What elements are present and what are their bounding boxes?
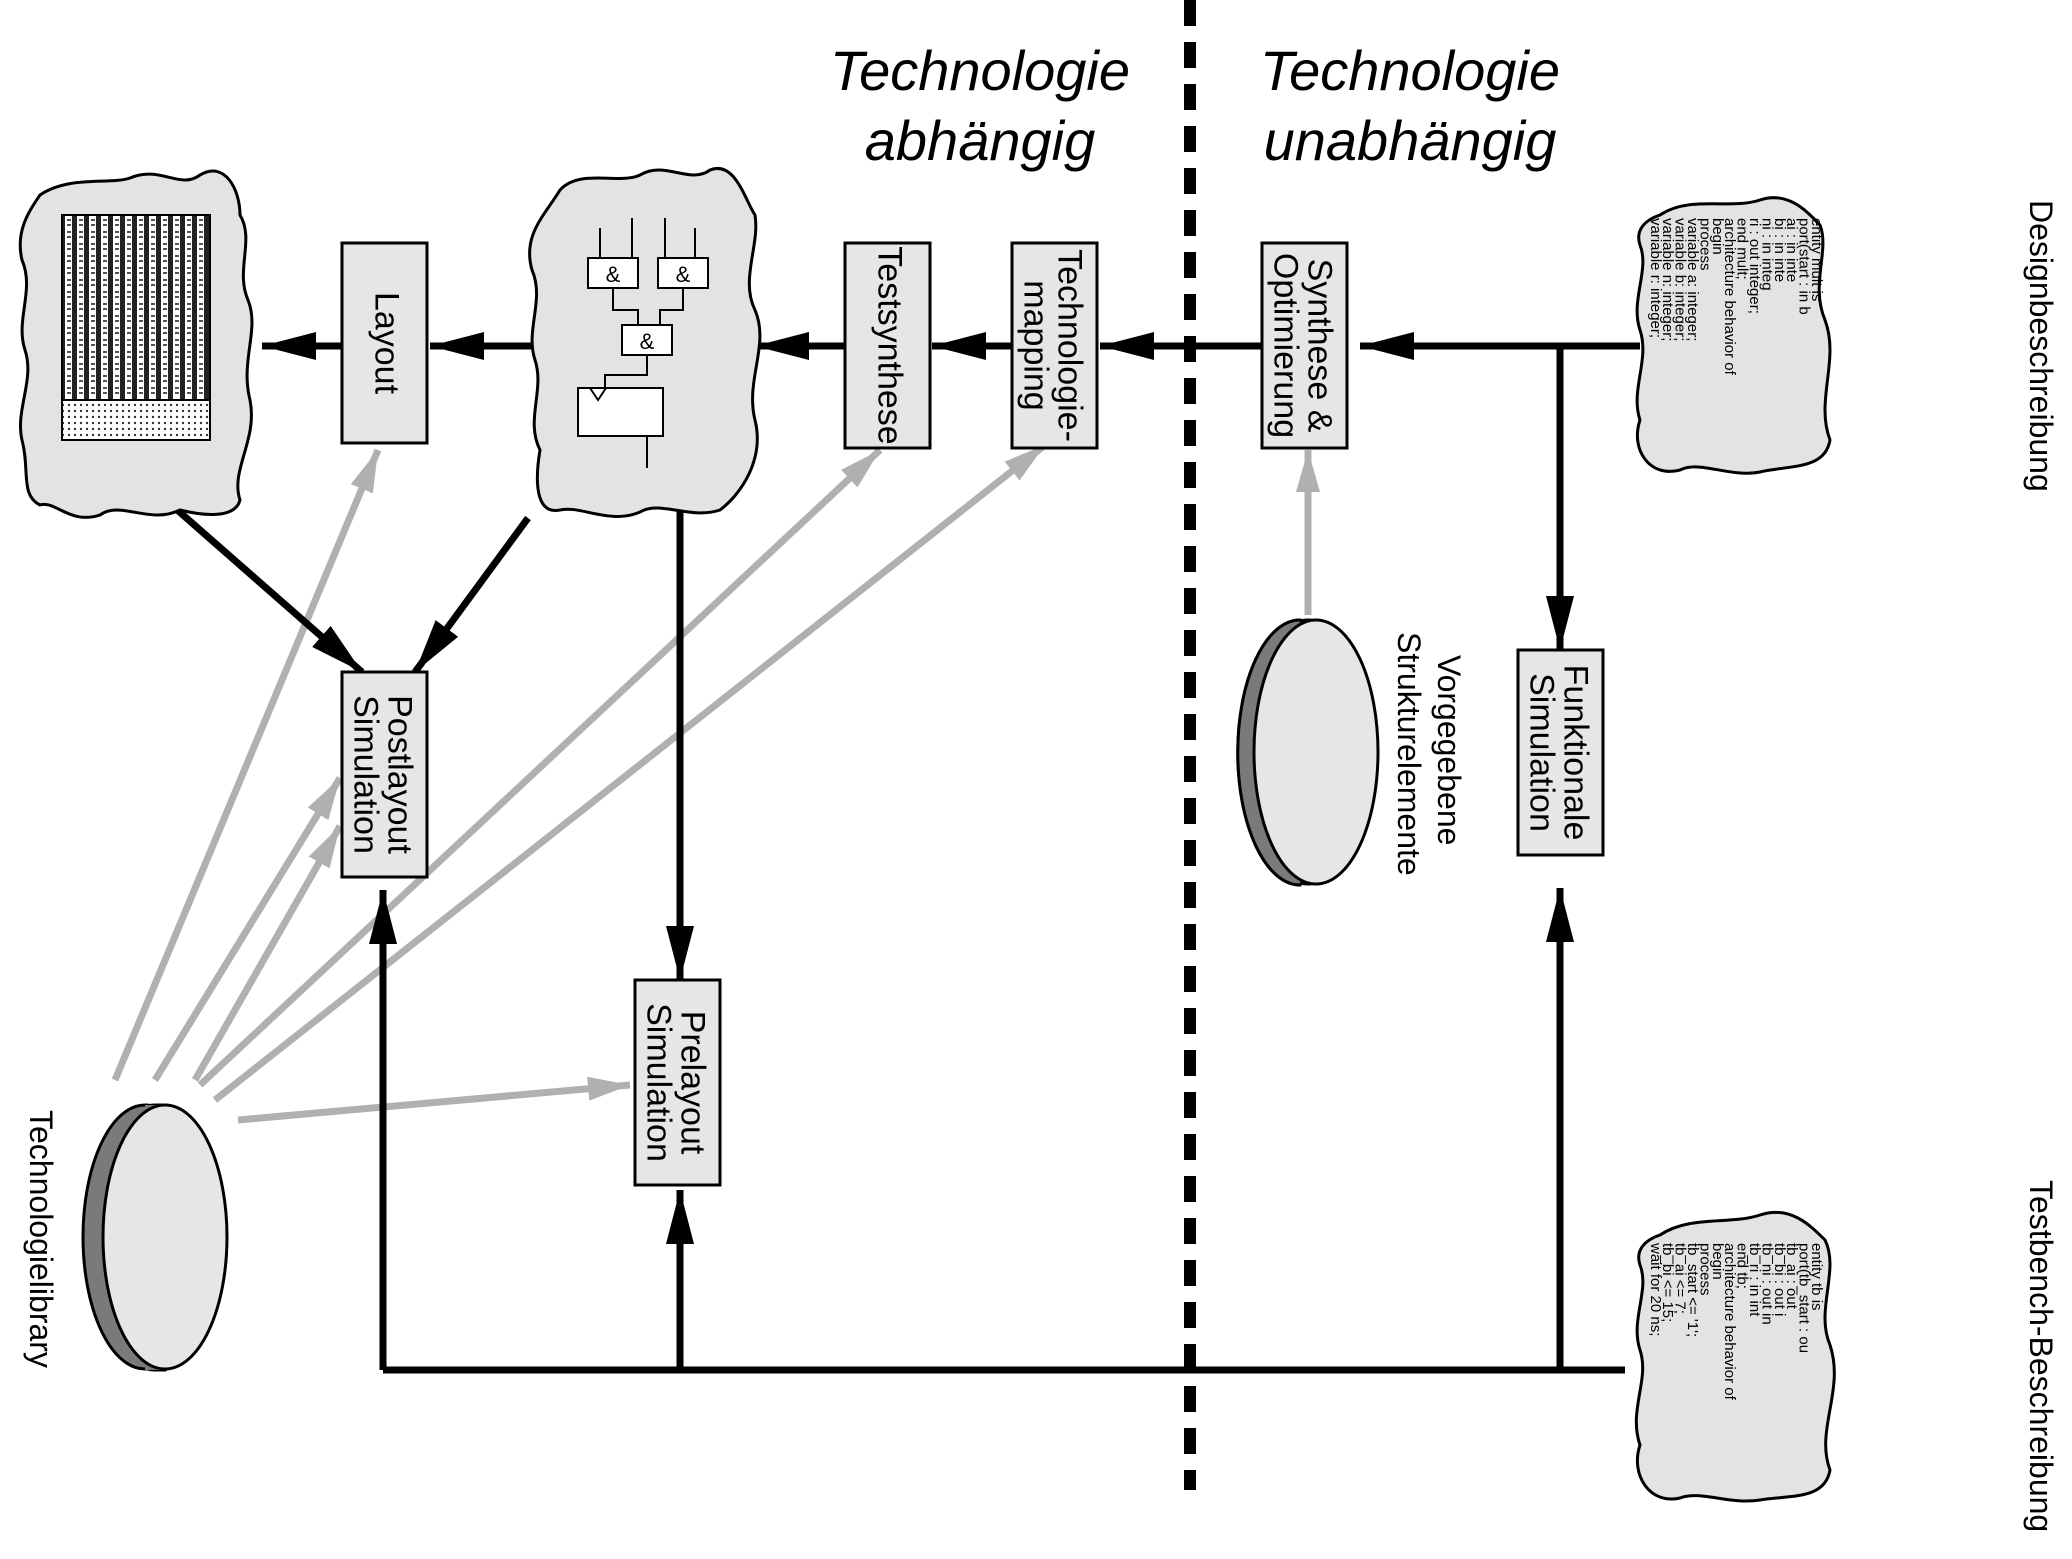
box-funktionale-label-2: Simulation — [1523, 673, 1561, 832]
heading-dependent-line1: Technologie — [830, 39, 1130, 102]
box-postlayout-label-1: Postlayout — [381, 695, 419, 854]
code-line: end tb; — [1734, 1243, 1751, 1289]
code-line: tb_ni : out in — [1758, 1243, 1775, 1325]
struct-elements-disk — [1236, 618, 1380, 887]
arrow-library-to-prelayout — [237, 1076, 631, 1124]
code-line: port(tb_start : ou — [1796, 1243, 1813, 1353]
chip-layout-pads — [61, 399, 211, 441]
box-mapping-label-1: Technologie- — [1051, 249, 1089, 442]
code-line: variable b: integer; — [1672, 218, 1689, 341]
library-arrows — [111, 442, 1320, 1124]
design-code-block: entity mult is port(start : in b ai : in… — [1647, 218, 1825, 376]
code-line: ai : in inte — [1783, 218, 1800, 282]
code-line: ni : in integ — [1758, 218, 1775, 291]
box-funktionale-label-1: Funktionale — [1557, 665, 1595, 841]
netlist-cloud: & & & — [528, 166, 762, 518]
flipflop — [577, 387, 664, 437]
box-synthese: Synthese & Optimierung — [1260, 241, 1349, 450]
box-funktionale: Funktionale Simulation — [1516, 648, 1605, 857]
testbench-cloud-shape — [1634, 1210, 1836, 1503]
testbench-description-cloud: entity tb is port(tb_start : ou tb_ai : … — [1634, 1210, 1836, 1503]
box-testsynthese-label: Testsynthese — [871, 246, 909, 444]
arrow-chip-to-postlayout — [172, 505, 365, 675]
code-line: wait for 20 ns; — [1647, 1242, 1664, 1336]
technology-library-label: Technologielibrary — [23, 1110, 59, 1368]
arrow-library-to-testsynthese — [197, 447, 883, 1088]
box-prelayout-label-2: Simulation — [640, 1003, 678, 1162]
design-description-label: Designbeschreibung — [2023, 200, 2059, 492]
code-line: architecture behavior of — [1721, 218, 1738, 376]
code-line: architecture behavior of — [1721, 1243, 1738, 1401]
heading-technology-independent: Technologie unabhängig — [1260, 39, 1560, 172]
heading-independent-line1: Technologie — [1260, 39, 1560, 102]
code-line: entity tb is — [1808, 1243, 1825, 1311]
code-line: begin — [1709, 1243, 1726, 1280]
code-line: variable r: integer; — [1647, 218, 1664, 338]
gate-label-1: & — [606, 262, 621, 287]
code-line: begin — [1709, 218, 1726, 255]
arrow-library-to-postlayout-b — [191, 824, 344, 1082]
code-line: process — [1696, 1243, 1713, 1296]
box-prelayout-label-1: Prelayout — [674, 1011, 712, 1155]
arrow-library-to-postlayout-a — [152, 776, 343, 1082]
code-line: tb_bi <= 15; — [1659, 1243, 1676, 1322]
code-line: tb_ai <= 7; — [1672, 1243, 1689, 1314]
code-line: process — [1696, 218, 1713, 271]
gate-circuit — [577, 218, 709, 468]
box-testsynthese: Testsynthese — [843, 241, 932, 450]
heading-technology-dependent: Technologie abhängig — [830, 39, 1130, 172]
code-line: bi : in inte — [1771, 218, 1788, 282]
and-gate-2 — [657, 257, 709, 289]
arrow-library-to-layout — [111, 448, 382, 1082]
box-technologiemapping: Technologie- mapping — [1010, 241, 1099, 450]
box-synthese-label-2: Optimierung — [1267, 253, 1305, 438]
code-line: entity mult is — [1808, 218, 1825, 301]
box-postlayout: Postlayout Simulation — [340, 670, 429, 879]
code-line: end mult; — [1734, 218, 1751, 280]
box-prelayout: Prelayout Simulation — [633, 978, 722, 1187]
arrow-netlist-to-postlayout — [412, 515, 531, 675]
code-line: variable n: integer; — [1659, 218, 1676, 341]
box-postlayout-label-2: Simulation — [347, 695, 385, 854]
struct-elements-label: Strukturelemente Vorgegebene — [1391, 632, 1467, 876]
box-layout: Layout — [340, 241, 429, 445]
arrow-library-to-mapping — [212, 442, 1048, 1103]
box-synthese-label-1: Synthese & — [1301, 259, 1339, 433]
testbench-description-label: Testbench-Beschreibung — [2023, 1180, 2059, 1532]
and-gate-3 — [621, 324, 673, 356]
layout-chip-cloud — [18, 169, 254, 519]
code-line: tb_bi : out i — [1771, 1243, 1788, 1316]
heading-dependent-line2: abhängig — [865, 109, 1095, 172]
gate-label-3: & — [640, 329, 655, 354]
code-line: tb_ri : in int — [1746, 1243, 1763, 1317]
code-line: tb_ai : out — [1783, 1243, 1800, 1310]
heading-independent-line2: unabhängig — [1264, 109, 1557, 172]
gate-label-2: & — [676, 262, 691, 287]
code-line: port(start : in b — [1796, 218, 1813, 315]
struct-label-1: Strukturelemente — [1391, 632, 1427, 876]
struct-label-2: Vorgegebene — [1431, 655, 1467, 845]
design-description-cloud: entity mult is port(start : in b ai : in… — [1635, 196, 1832, 475]
design-cloud-shape — [1635, 196, 1832, 475]
testbench-code-block: entity tb is port(tb_start : ou tb_ai : … — [1647, 1242, 1825, 1401]
box-layout-label: Layout — [368, 292, 406, 395]
code-line: tb_start <= '1'; — [1684, 1243, 1701, 1337]
box-mapping-label-2: mapping — [1017, 280, 1055, 410]
code-line: ri : out integer; — [1746, 218, 1763, 314]
code-line: variable a: integer; — [1684, 218, 1701, 341]
technology-library-disk — [81, 1103, 229, 1372]
flow-arrows — [172, 332, 1640, 1374]
